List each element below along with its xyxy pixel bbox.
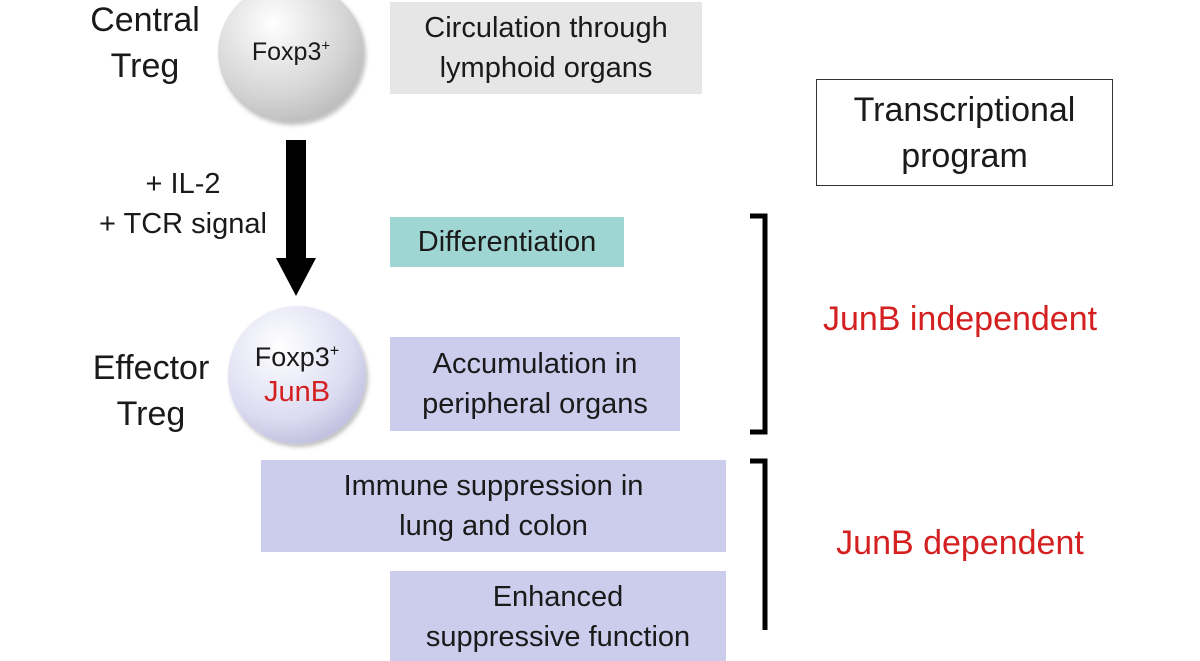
junb-independent-label: JunB independent <box>822 300 1098 338</box>
box-immune-line2: lung and colon <box>399 510 588 542</box>
signal-labels: + IL-2 + TCR signal <box>78 164 288 244</box>
box-accumulation-line2: peripheral organs <box>422 388 648 420</box>
box-differentiation-text: Differentiation <box>417 226 597 258</box>
box-immune-line1: Immune suppression in <box>343 470 644 502</box>
box-circulation: Circulation through lymphoid organs <box>390 2 702 94</box>
central-foxp3-text: Foxp3 <box>251 38 322 66</box>
effector-treg-label: Effector Treg <box>76 345 226 437</box>
bracket-independent <box>750 213 768 435</box>
box-circulation-line1: Circulation through <box>424 12 668 44</box>
box-enhanced: Enhanced suppressive function <box>390 571 726 661</box>
effector-treg-label-line2: Treg <box>116 395 186 433</box>
box-accumulation: Accumulation in peripheral organs <box>390 337 680 431</box>
differentiation-arrow <box>276 140 316 296</box>
effector-cell-marker: Foxp3+ <box>255 340 340 374</box>
central-foxp3-sup: + <box>321 37 331 55</box>
connector-layer <box>276 140 768 630</box>
central-treg-label: Central Treg <box>70 0 220 89</box>
central-treg-label-line2: Treg <box>110 47 180 85</box>
box-enhanced-line1: Enhanced <box>492 581 624 613</box>
box-circulation-line2: lymphoid organs <box>439 52 653 84</box>
signal-tcr: + TCR signal <box>99 208 267 240</box>
effector-junb-text: JunB <box>263 376 331 408</box>
effector-treg-cell: Foxp3+ JunB <box>228 306 366 444</box>
box-immune-suppression: Immune suppression in lung and colon <box>261 460 726 552</box>
junb-dependent-label: JunB dependent <box>836 524 1084 562</box>
box-enhanced-line2: suppressive function <box>425 621 691 653</box>
effector-foxp3-text: Foxp3 <box>254 342 330 372</box>
transcriptional-program-box: Transcriptional program <box>816 79 1113 186</box>
signal-il2: + IL-2 <box>145 168 221 200</box>
central-cell-marker: Foxp3+ <box>252 37 330 67</box>
central-treg-cell: Foxp3+ <box>218 0 364 122</box>
program-line2: program <box>901 136 1028 175</box>
effector-treg-label-line1: Effector <box>92 349 210 387</box>
program-line1: Transcriptional <box>853 90 1076 129</box>
bracket-dependent <box>750 458 768 630</box>
box-accumulation-line1: Accumulation in <box>432 348 638 380</box>
central-treg-label-line1: Central <box>90 1 200 39</box>
effector-foxp3-sup: + <box>329 342 340 360</box>
box-differentiation: Differentiation <box>390 217 624 267</box>
